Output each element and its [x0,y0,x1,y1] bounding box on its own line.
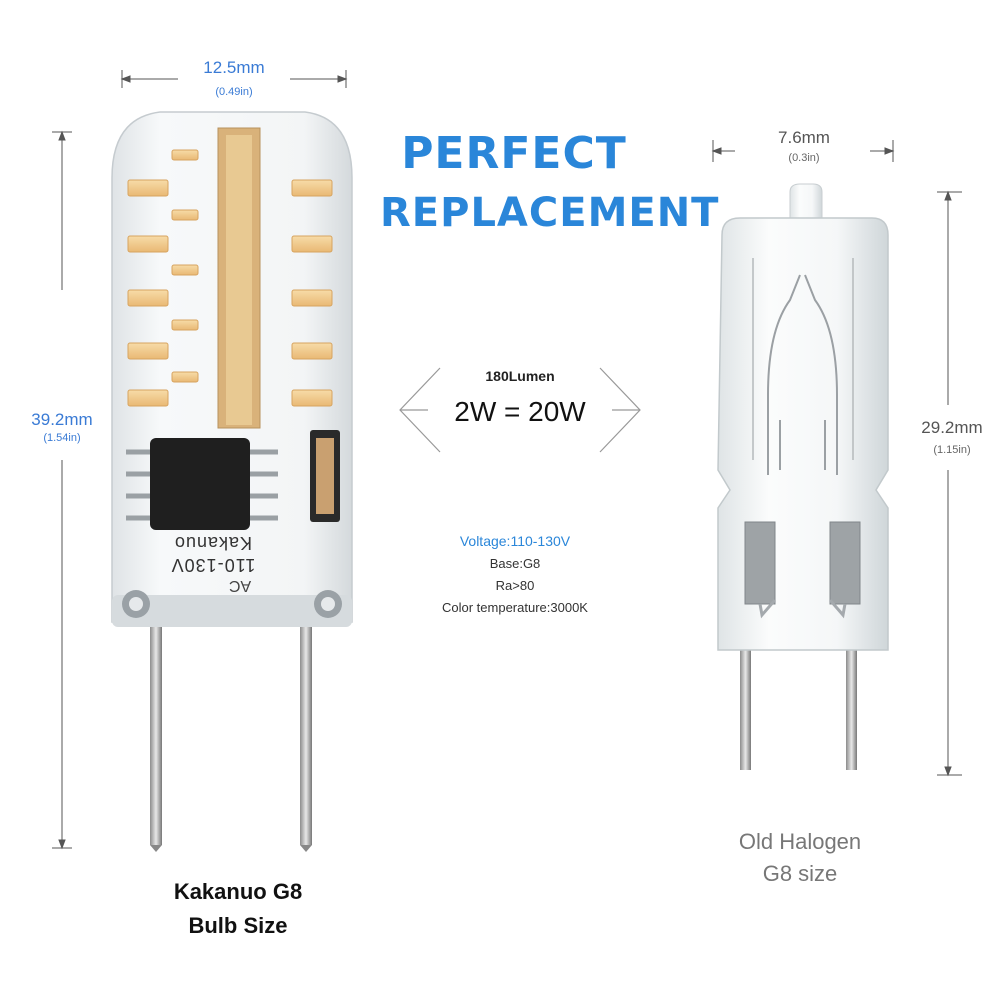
spec-voltage: Voltage:110-130V [390,533,640,549]
halogen-caption-line1: Old Halogen [738,829,862,854]
filament [767,274,838,475]
led-width-dimension [120,70,348,88]
spec-color-temperature: Color temperature:3000K [442,600,588,615]
halogen-bulb [717,183,889,770]
led-caption-line2: Bulb Size [188,913,288,938]
led-height-dimension [52,130,72,850]
led-caption-line1: Kakanuo G8 [173,879,303,904]
halogen-height-label-inches: (1.15in) [933,444,971,456]
halogen-height-dimension [937,190,962,777]
led-height-label-inches: (1.54in) [43,432,81,444]
led-pin-right [300,600,312,845]
spec-voltage-label: Voltage: [459,533,511,549]
headline-line1: PERFECT [401,128,627,179]
spec-voltage-value: 110-130V [510,533,571,549]
lumen-label: 180Lumen [485,368,555,384]
spec-ra: Ra>80 [495,578,535,593]
led-chips [127,149,333,407]
led-height-label: 39.2mm [31,410,93,429]
halogen-caption-line2: G8 size [762,861,838,886]
headline-line2: REPLACEMENT [380,190,720,236]
power-equivalence: 2W = 20W [454,396,586,427]
halogen-width-label: 7.6mm [778,128,830,147]
halogen-width-dimension [711,140,895,162]
led-width-label-inches: (0.49in) [215,86,253,98]
driver-ic [126,430,340,530]
led-ac-print: AC [228,577,252,594]
led-bulb [111,111,353,852]
led-width-label: 12.5mm [203,58,265,77]
led-chip-print: Kakanuo [173,533,253,553]
halogen-width-label-inches: (0.3in) [788,152,820,164]
led-voltage-print: 110-130V [170,555,256,575]
equivalence-arrow [399,367,641,453]
led-pin-left [150,600,162,845]
halogen-height-label: 29.2mm [921,418,983,437]
spec-base: Base:G8 [489,556,541,571]
